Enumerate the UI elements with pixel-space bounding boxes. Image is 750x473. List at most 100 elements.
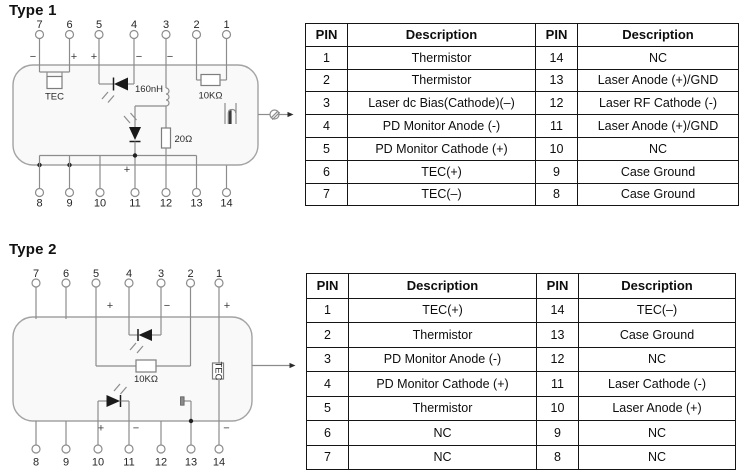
description-cell: NC <box>578 346 736 372</box>
pin-cell: 11 <box>535 114 578 138</box>
description-cell: Thermistor <box>348 395 537 421</box>
table-row: 2 Thermistor 13 Case Ground <box>306 322 736 348</box>
description-cell: TEC(+) <box>347 159 536 184</box>
pin-13: 13 <box>185 444 197 469</box>
svg-text:13: 13 <box>190 198 202 210</box>
thermistor-icon: 10KΩ <box>96 359 191 385</box>
pin-cell: 7 <box>306 444 349 470</box>
svg-text:3: 3 <box>163 19 169 31</box>
type2-top-pins: 7 6 5 4 3 2 1 <box>31 268 224 366</box>
type1-butterfly-package-diagram: 7 6 5 4 3 2 1 − + + − <box>12 19 294 210</box>
col-header-pin: PIN <box>536 273 579 299</box>
svg-text:13: 13 <box>185 457 197 469</box>
pin-7: 7 <box>31 268 41 319</box>
laser-diode-icon <box>97 383 130 445</box>
description-cell: NC <box>577 45 739 70</box>
package-outline <box>12 316 253 422</box>
svg-text:4: 4 <box>131 19 137 31</box>
pin-12: 12 <box>155 444 167 469</box>
svg-text:20Ω: 20Ω <box>175 134 193 145</box>
tec-icon: TEC <box>39 71 70 103</box>
pin-5: 5 <box>94 19 104 84</box>
pin-cell: 2 <box>305 68 348 93</box>
table-row: 4 PD Monitor Anode (-) 11 Laser Anode (+… <box>305 114 739 138</box>
description-cell: NC <box>578 444 736 470</box>
pin-cell: 6 <box>305 159 348 184</box>
description-cell: TEC(+) <box>348 297 537 323</box>
laser-diode-icon <box>123 105 166 189</box>
photodiode-icon <box>99 77 134 103</box>
thermistor-icon: 10KΩ <box>196 73 227 102</box>
pin-cell: 5 <box>306 395 349 421</box>
svg-text:1: 1 <box>216 268 222 280</box>
pin-7: 7 <box>34 19 45 72</box>
description-cell: Laser Anode (+)/GND <box>577 114 739 138</box>
svg-text:10KΩ: 10KΩ <box>134 374 158 385</box>
pin-14: − 14 <box>213 423 230 469</box>
table-row: 1 Thermistor 14 NC <box>305 45 739 70</box>
svg-text:11: 11 <box>129 198 140 210</box>
pin-cell: 9 <box>535 159 578 184</box>
col-header-pin: PIN <box>535 23 578 47</box>
col-header-description: Description <box>348 273 537 299</box>
pin-cell: 7 <box>305 182 348 207</box>
svg-text:11: 11 <box>123 457 134 469</box>
svg-text:12: 12 <box>155 457 167 469</box>
photodiode-icon <box>129 329 161 354</box>
svg-text:9: 9 <box>63 457 69 469</box>
description-cell: PD Monitor Anode (-) <box>348 346 537 372</box>
fiber-output-icon <box>258 109 294 121</box>
table-row: 7 NC 8 NC <box>306 444 736 470</box>
svg-text:TEC: TEC <box>212 362 223 381</box>
description-cell: PD Monitor Anode (-) <box>347 114 536 138</box>
svg-text:+: + <box>107 300 113 312</box>
svg-text:+: + <box>98 423 104 435</box>
svg-text:4: 4 <box>126 268 132 280</box>
description-cell: Laser Cathode (-) <box>578 371 736 397</box>
type2-title: Type 2 <box>9 241 57 258</box>
svg-text:10: 10 <box>94 198 106 210</box>
table-row: 5 Thermistor 10 Laser Anode (+) <box>306 395 736 421</box>
svg-text:14: 14 <box>220 198 232 210</box>
svg-text:8: 8 <box>33 457 39 469</box>
pin-cell: 1 <box>305 45 348 70</box>
table-row: 7 TEC(–) 8 Case Ground <box>305 182 739 207</box>
table-header-row: PIN Description PIN Description <box>306 273 736 299</box>
description-cell: NC <box>348 420 537 446</box>
table-row: 4 PD Monitor Cathode (+) 11 Laser Cathod… <box>306 371 736 397</box>
monitor-waveform-icon <box>224 103 237 124</box>
col-header-description: Description <box>577 23 739 47</box>
pin-9: 9 <box>61 444 71 469</box>
svg-text:14: 14 <box>213 457 225 469</box>
resistor-icon: 20Ω <box>160 106 193 189</box>
type1-title: Type 1 <box>9 2 57 19</box>
description-cell: PD Monitor Cathode (+) <box>347 136 536 161</box>
svg-text:12: 12 <box>160 198 172 210</box>
description-cell: Thermistor <box>347 68 536 93</box>
table-row: 1 TEC(+) 14 TEC(–) <box>306 297 736 323</box>
pin-cell: 6 <box>306 420 349 446</box>
description-cell: Case Ground <box>577 182 739 207</box>
svg-text:8: 8 <box>36 198 42 210</box>
description-cell: Thermistor <box>348 322 537 348</box>
table-header-row: PIN Description PIN Description <box>305 23 739 47</box>
pin-8: 8 <box>31 444 41 469</box>
description-cell: Case Ground <box>577 159 739 184</box>
pin-4: 4 <box>129 19 139 84</box>
output-arrow-icon <box>287 111 294 118</box>
col-header-pin: PIN <box>305 23 348 47</box>
pin-cell: 3 <box>306 346 349 372</box>
pin-cell: 4 <box>305 114 348 138</box>
type2-pin-table: PIN Description PIN Description 1 TEC(+)… <box>306 273 736 470</box>
description-cell: TEC(–) <box>578 297 736 323</box>
svg-text:TEC: TEC <box>45 92 64 103</box>
pin-6: 6 <box>61 268 71 319</box>
tec-icon: TEC <box>211 362 225 445</box>
svg-text:9: 9 <box>66 198 72 210</box>
svg-text:−: − <box>167 51 173 63</box>
description-cell: Laser dc Bias(Cathode)(–) <box>347 91 536 116</box>
svg-text:−: − <box>164 300 170 312</box>
table-row: 6 NC 9 NC <box>306 420 736 446</box>
svg-text:−: − <box>223 423 229 435</box>
svg-text:6: 6 <box>66 19 72 31</box>
